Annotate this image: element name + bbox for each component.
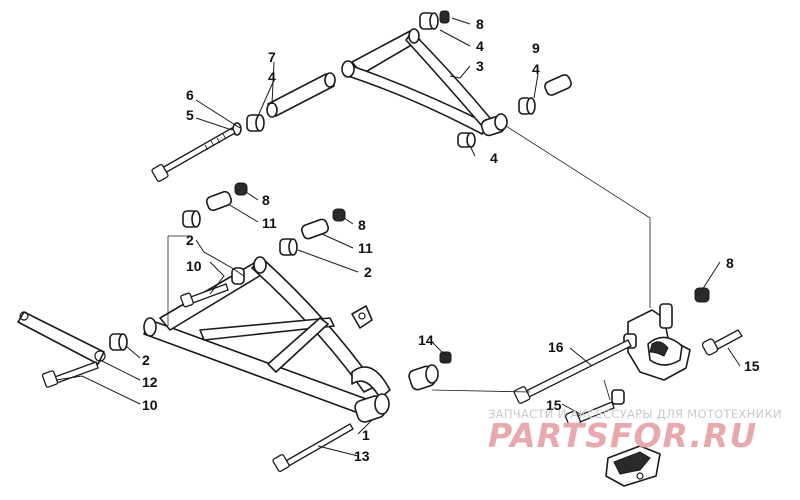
upper-bushings	[419, 10, 572, 148]
callout-8-top: 8	[476, 16, 484, 32]
callout-3: 3	[476, 58, 484, 74]
callout-2-right: 2	[364, 264, 372, 280]
callout-15-lower: 15	[546, 397, 562, 413]
callout-16: 16	[548, 339, 564, 355]
callout-12: 12	[142, 374, 158, 390]
callout-4-tube: 4	[268, 69, 276, 85]
stabilizer-link	[17, 311, 106, 388]
callout-10-lower: 10	[142, 397, 158, 413]
lower-bushings	[109, 182, 452, 364]
callout-5: 5	[186, 107, 194, 123]
callout-11-left: 11	[262, 215, 277, 231]
upper-long-bolt	[151, 127, 236, 182]
callout-2-left: 2	[186, 232, 194, 248]
lower-pivot-bolt	[180, 283, 229, 308]
leader-lines	[55, 17, 741, 457]
callout-2-link: 2	[142, 352, 150, 368]
assembly-guide-lines	[167, 125, 651, 401]
callout-11-right: 11	[358, 240, 373, 256]
upper-pivot-tube	[232, 72, 336, 136]
callout-15-right: 15	[744, 358, 760, 374]
watermark: ЗАПЧАСТИ И АКСЕССУАРЫ ДЛЯ МОТОТЕХНИКИ PA…	[488, 407, 782, 455]
watermark-subtitle: ЗАПЧАСТИ И АКСЕССУАРЫ ДЛЯ МОТОТЕХНИКИ	[488, 407, 782, 421]
callout-4-top: 4	[476, 38, 484, 54]
callout-14: 14	[418, 332, 434, 348]
callout-8-mid-left: 8	[262, 192, 270, 208]
callout-13: 13	[354, 448, 370, 464]
callout-7: 7	[268, 49, 276, 65]
upper-a-arm	[341, 28, 508, 137]
watermark-brand: PARTSFOR.RU	[488, 416, 757, 455]
callout-labels: 8 4 3 9 4 4 7 4 6 5 8 11 8 11 2 10 2 8 1…	[142, 16, 760, 464]
lower-a-arm	[143, 256, 439, 423]
callout-9: 9	[532, 40, 540, 56]
callout-4-right: 4	[532, 61, 540, 77]
spindle-bolt-15-lower	[565, 401, 615, 428]
callout-4-lower: 4	[490, 150, 498, 166]
callout-10-upper: 10	[186, 258, 202, 274]
callout-1: 1	[362, 427, 370, 443]
spindle-knuckle	[605, 287, 743, 487]
callout-6: 6	[186, 87, 194, 103]
callout-8-spindle: 8	[726, 255, 734, 271]
callout-8-mid-right: 8	[358, 217, 366, 233]
spindle-bolt-16	[513, 339, 632, 404]
lower-long-bolt	[272, 423, 354, 472]
